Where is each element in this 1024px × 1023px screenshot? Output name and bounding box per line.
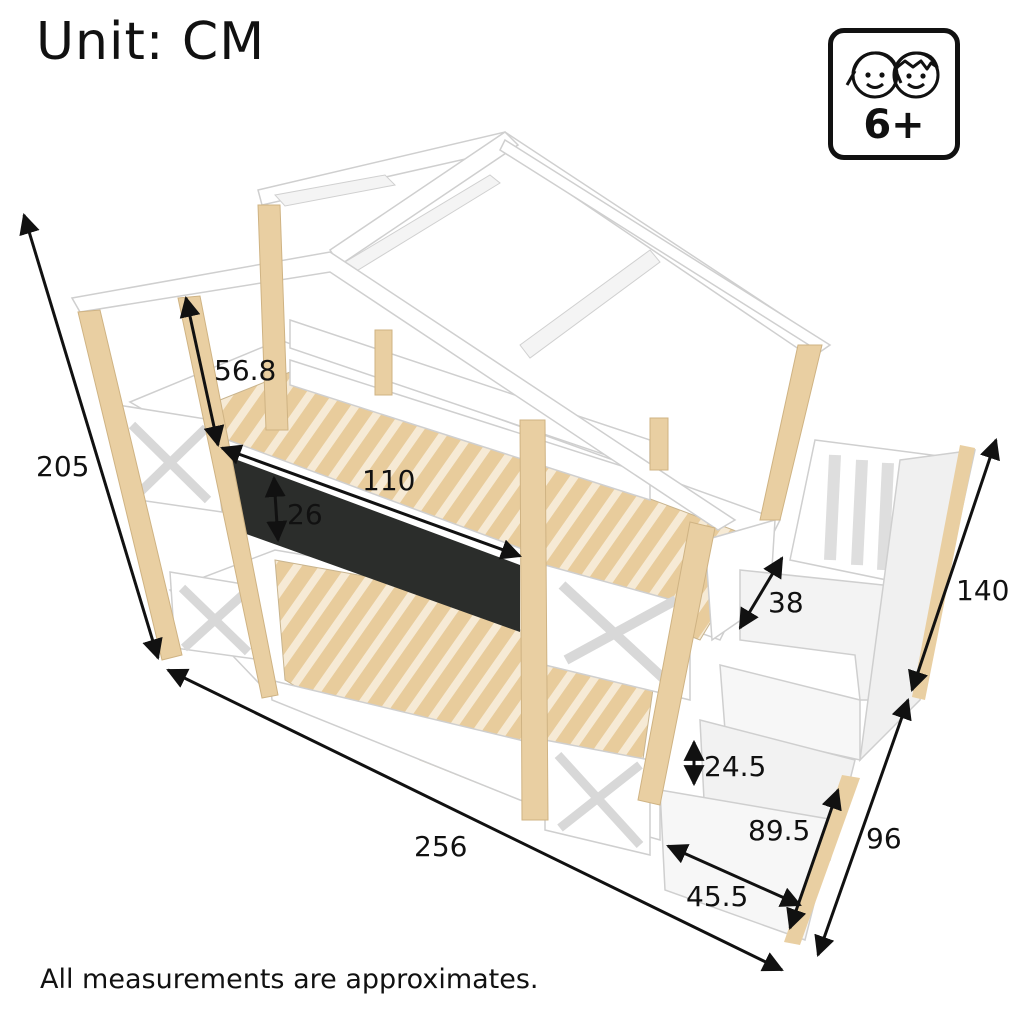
stairs-depth-label: 38 — [768, 586, 804, 619]
step-width-line — [666, 844, 802, 907]
total-height-label: 205 — [36, 450, 89, 483]
total-length-label: 256 — [414, 830, 467, 863]
footnote: All measurements are approximates. — [40, 964, 539, 995]
guardrail-length-label: 110 — [362, 464, 415, 497]
width-label: 140 — [956, 574, 1009, 607]
total-height-line — [19, 212, 163, 661]
age-badge: 6+ — [828, 28, 960, 160]
guardrail-length-line — [220, 444, 522, 560]
roof-post-height-line — [179, 295, 225, 448]
stairs-height-label: 89.5 — [748, 814, 810, 847]
total-length-line — [166, 668, 784, 972]
step-height-label: 24.5 — [704, 750, 766, 783]
age-label: 6+ — [863, 102, 925, 148]
unit-title: Unit: CM — [36, 12, 266, 72]
stairs-depth-line — [738, 556, 784, 630]
kids-faces-icon — [845, 51, 940, 99]
dimension-lines — [19, 212, 1000, 972]
house-roof — [70, 131, 832, 531]
width-line — [908, 438, 1000, 692]
step-width-label: 45.5 — [686, 880, 748, 913]
guardrail-height-label: 26 — [287, 498, 323, 531]
stairs-width-label: 96 — [866, 822, 902, 855]
guardrail-height-line — [264, 475, 288, 543]
roof-post-height-label: 56.8 — [214, 354, 276, 387]
